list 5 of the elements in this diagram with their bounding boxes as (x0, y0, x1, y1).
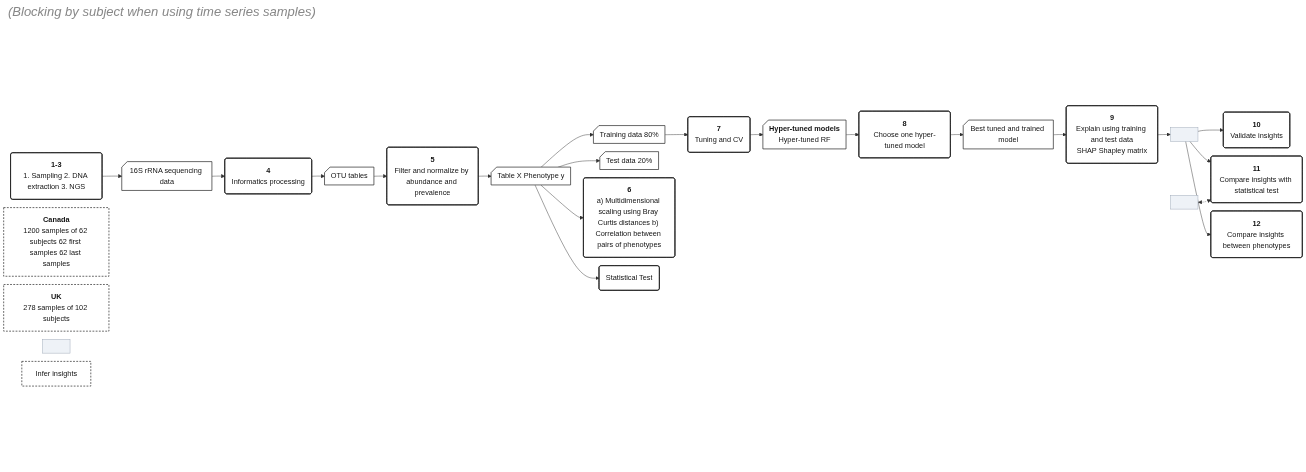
note-text: (Blocking by subject when using time series samples) (8, 4, 316, 19)
node-box (42, 339, 71, 354)
node-box (1170, 195, 1199, 210)
arrow (1197, 199, 1212, 205)
node-box (1170, 127, 1199, 142)
